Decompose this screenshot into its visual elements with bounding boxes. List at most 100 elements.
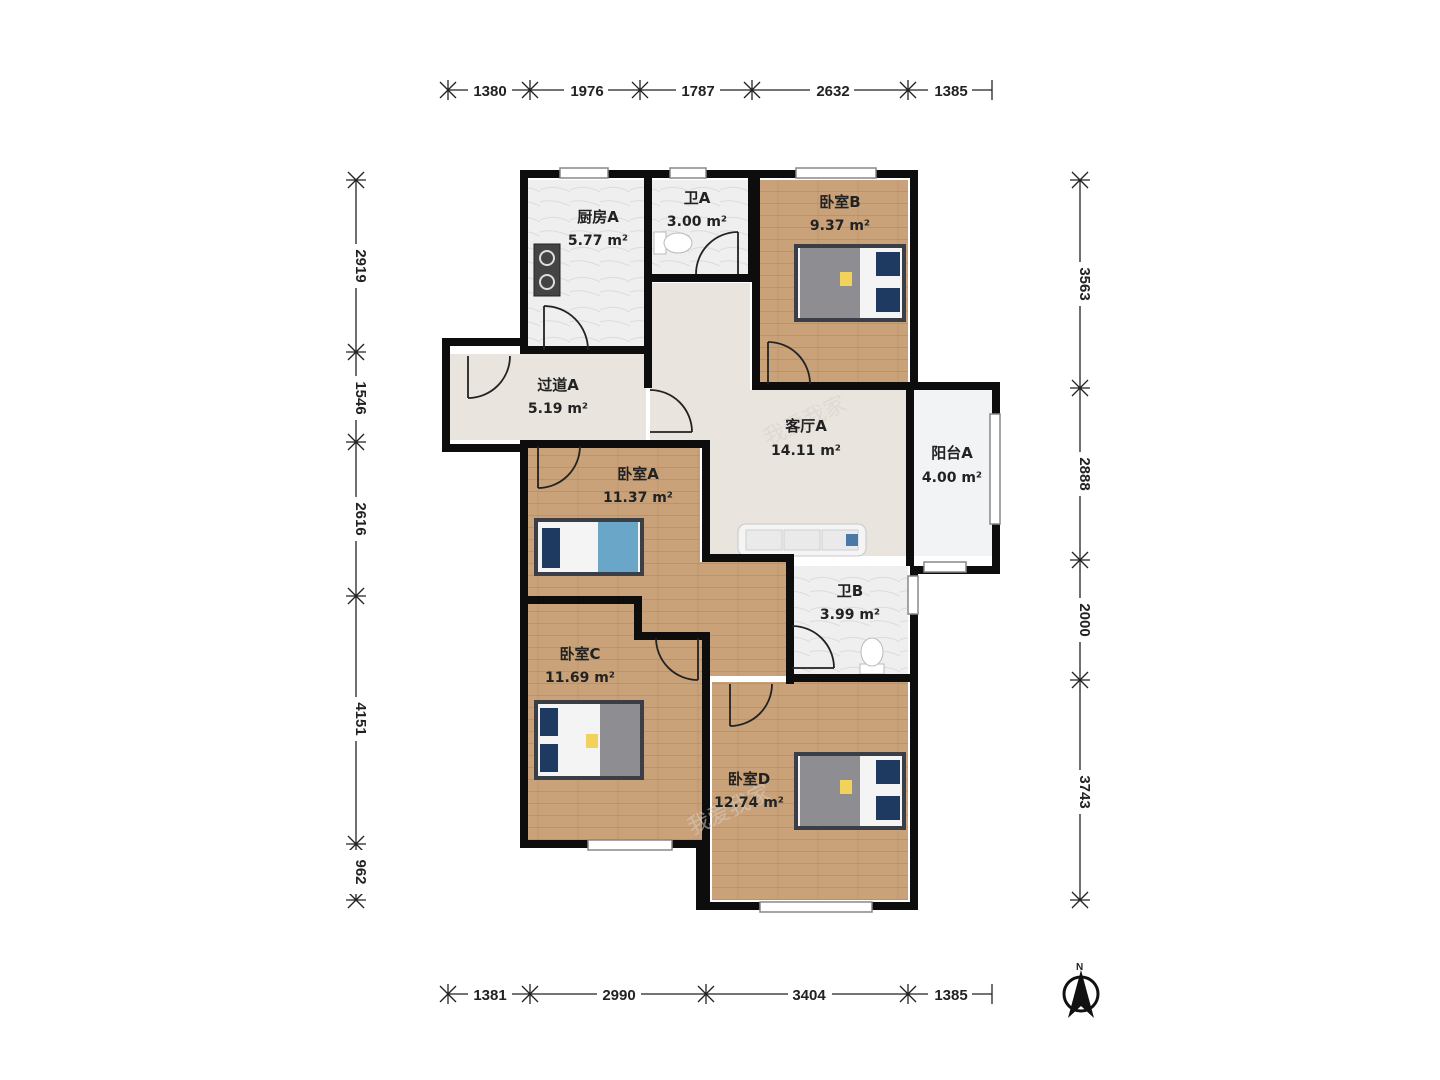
- room-area: 9.37 m²: [810, 218, 870, 234]
- north-arrow-icon: N: [1062, 962, 1100, 1018]
- room-area: 11.69 m²: [545, 670, 615, 686]
- room-area: 12.74 m²: [714, 795, 784, 811]
- window: [759, 901, 873, 913]
- room-name: 厨房A: [577, 208, 619, 226]
- dimension-label: 4151: [352, 702, 369, 735]
- dimension-label: 3404: [792, 987, 826, 1004]
- room-name: 阳台A: [931, 444, 973, 462]
- dimension-label: 1546: [352, 381, 369, 414]
- dimension-tick: [347, 171, 365, 189]
- door-bedroom-c: [655, 637, 699, 681]
- dimension-labels-top: 1380 1976 1787 2632 1385: [468, 80, 972, 100]
- room-area: 3.00 m²: [667, 214, 727, 230]
- dimension-labels-bottom: 1381 2990 3404 1385: [468, 984, 972, 1004]
- dimension-tick: [1071, 171, 1089, 189]
- door-entrance: [467, 355, 511, 399]
- room-name: 卫A: [684, 189, 711, 207]
- dimension-label: 1385: [934, 83, 967, 100]
- stove-icon: [533, 243, 561, 297]
- compass-label: N: [1076, 962, 1083, 973]
- room-name: 卧室B: [819, 193, 860, 211]
- room-area: 4.00 m²: [922, 470, 982, 486]
- dimension-tick: [899, 985, 917, 1003]
- dimension-tick: [1071, 379, 1089, 397]
- dimension-label: 2919: [352, 249, 369, 282]
- window: [559, 167, 609, 179]
- room-area: 5.19 m²: [528, 401, 588, 417]
- double-bed-icon: [794, 244, 906, 322]
- dimension-ticks: [346, 80, 1090, 1004]
- room-name: 过道A: [537, 376, 579, 394]
- doors: [467, 231, 835, 727]
- floor-balcony-a: [912, 390, 992, 556]
- floor-bath-a: [650, 180, 750, 277]
- floor-living-a: [650, 283, 908, 556]
- door-hall-living: [649, 389, 693, 433]
- dimension-tick: [347, 343, 365, 361]
- window: [923, 561, 967, 573]
- dimension-tick: [347, 835, 365, 853]
- double-bed-icon: [534, 700, 644, 780]
- dimension-label: 2000: [1076, 603, 1093, 636]
- dimension-tick: [1071, 891, 1089, 909]
- room-name: 卧室C: [559, 645, 600, 663]
- door-bath-a: [695, 231, 739, 275]
- dimension-label: 1380: [473, 83, 506, 100]
- dimension-tick: [899, 81, 917, 99]
- room-area: 11.37 m²: [603, 490, 673, 506]
- room-area: 3.99 m²: [820, 607, 880, 623]
- dimension-tick: [631, 81, 649, 99]
- room-area: 5.77 m²: [568, 233, 628, 249]
- dimension-label: 2632: [816, 83, 849, 100]
- dimension-label: 2888: [1076, 457, 1093, 490]
- dimension-labels-right: 3563 2888 2000 3743: [1070, 262, 1093, 814]
- dimension-label: 962: [352, 859, 369, 884]
- door-bedroom-b: [767, 341, 811, 385]
- room-name: 卧室A: [617, 465, 659, 483]
- door-bath-b: [791, 625, 835, 669]
- window: [989, 413, 1001, 525]
- toilet-icon: [653, 231, 693, 255]
- single-bed-icon: [534, 518, 644, 576]
- dimension-tick: [347, 587, 365, 605]
- dimension-label: 2616: [352, 502, 369, 535]
- dimension-label: 1385: [934, 987, 967, 1004]
- floor-bath-b: [792, 566, 908, 676]
- dimension-tick: [347, 891, 365, 909]
- dimension-tick: [1071, 671, 1089, 689]
- dimension-tick: [521, 985, 539, 1003]
- room-name: 客厅A: [784, 417, 827, 435]
- window: [669, 167, 707, 179]
- dimension-tick: [697, 985, 715, 1003]
- floor-hall-a: [450, 354, 646, 440]
- door-bedroom-d: [729, 683, 773, 727]
- dimension-tick: [743, 81, 761, 99]
- room-area: 14.11 m²: [771, 443, 841, 459]
- dimension-tick: [439, 985, 457, 1003]
- dimension-label: 3563: [1076, 267, 1093, 300]
- dimension-tick: [347, 433, 365, 451]
- door-bedroom-a: [537, 445, 581, 489]
- floor-bedroom-a: [528, 446, 790, 676]
- dimension-labels-left: 2919 1546 2616 4151 962: [346, 244, 369, 894]
- room-name: 卫B: [837, 582, 863, 600]
- dimension-label: 1381: [473, 987, 506, 1004]
- door-kitchen: [543, 305, 589, 351]
- dimension-label: 1976: [570, 83, 603, 100]
- furniture: [533, 231, 906, 830]
- dimension-label: 3743: [1076, 775, 1093, 808]
- window: [587, 839, 673, 851]
- double-bed-icon: [794, 752, 906, 830]
- room-name: 卧室D: [728, 770, 770, 788]
- window: [795, 167, 877, 179]
- dimension-label: 2990: [602, 987, 635, 1004]
- dimension-tick: [1071, 551, 1089, 569]
- toilet-icon: [859, 637, 885, 675]
- dimension-tick: [439, 81, 457, 99]
- sofa-icon: [737, 523, 867, 557]
- dimension-label: 1787: [681, 83, 714, 100]
- dimension-tick: [521, 81, 539, 99]
- room-labels: 厨房A 5.77 m² 卫A 3.00 m² 卧室B 9.37 m² 过道A 5…: [528, 189, 982, 811]
- window: [907, 575, 919, 615]
